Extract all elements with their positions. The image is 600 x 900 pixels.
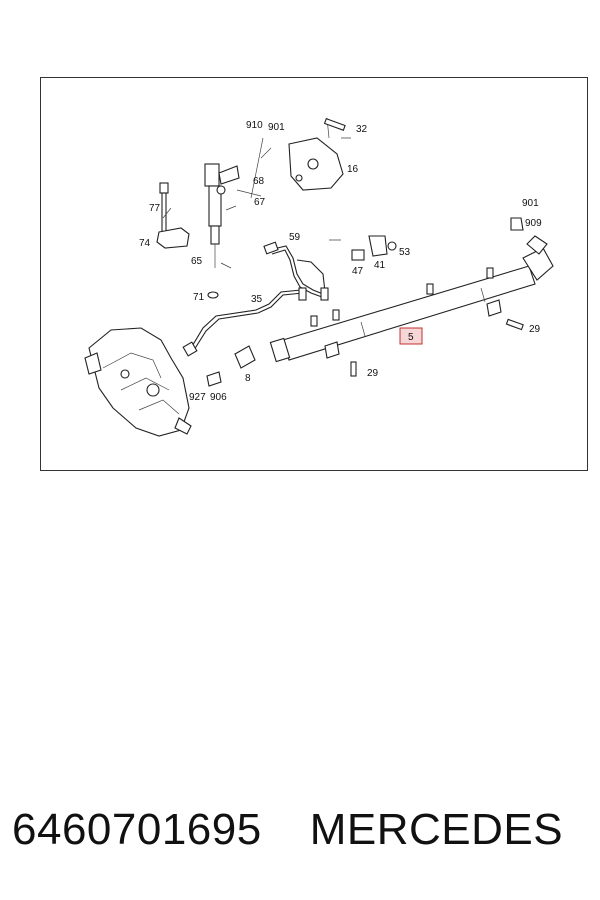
high-pressure-pump bbox=[84, 327, 192, 437]
diagram-frame: 910 901 32 68 16 77 67 901 909 74 59 53 … bbox=[40, 77, 588, 471]
clamp-74 bbox=[156, 227, 190, 249]
brand-name: MERCEDES bbox=[309, 805, 564, 854]
fuel-line-59 bbox=[268, 245, 324, 295]
label-77: 77 bbox=[149, 203, 161, 214]
label-901-right: 901 bbox=[522, 198, 539, 209]
label-71: 71 bbox=[193, 292, 205, 303]
highlight-box-5 bbox=[399, 327, 423, 345]
bolt-29-left bbox=[350, 361, 357, 377]
label-5: 5 bbox=[408, 332, 414, 343]
label-16: 16 bbox=[347, 164, 359, 175]
label-59: 59 bbox=[289, 232, 301, 243]
label-65: 65 bbox=[191, 256, 203, 267]
label-67: 67 bbox=[254, 197, 266, 208]
label-29-right: 29 bbox=[529, 324, 541, 335]
label-927: 927 bbox=[189, 392, 206, 403]
label-53: 53 bbox=[399, 247, 411, 258]
fuel-rail bbox=[269, 235, 554, 363]
label-29-left: 29 bbox=[367, 368, 379, 379]
clip-47 bbox=[351, 249, 365, 261]
label-909: 909 bbox=[525, 218, 542, 229]
label-8: 8 bbox=[245, 373, 251, 384]
part-number: 6460701695 bbox=[12, 805, 262, 854]
pressure-sensor bbox=[510, 217, 524, 231]
parts-diagram: 910 901 32 68 16 77 67 901 909 74 59 53 … bbox=[84, 117, 554, 437]
fuel-line-35 bbox=[190, 289, 302, 349]
label-47: 47 bbox=[352, 266, 364, 277]
caption: 6460701695 MERCEDES bbox=[12, 800, 592, 860]
label-74: 74 bbox=[139, 238, 151, 249]
washer-71 bbox=[207, 291, 219, 299]
label-35: 35 bbox=[251, 294, 263, 305]
label-32: 32 bbox=[356, 124, 368, 135]
label-68: 68 bbox=[253, 176, 265, 187]
bolt-29-right bbox=[505, 318, 524, 331]
label-910: 910 bbox=[246, 120, 263, 131]
pressure-valve bbox=[206, 345, 256, 387]
nut-53 bbox=[387, 241, 397, 251]
label-901-top: 901 bbox=[268, 122, 285, 133]
bracket-16 bbox=[288, 117, 344, 191]
clip-41 bbox=[368, 235, 388, 257]
bolt-32 bbox=[323, 117, 346, 131]
label-906: 906 bbox=[210, 392, 227, 403]
bolt-77 bbox=[159, 182, 169, 234]
label-41: 41 bbox=[374, 260, 386, 271]
injector bbox=[204, 163, 240, 268]
